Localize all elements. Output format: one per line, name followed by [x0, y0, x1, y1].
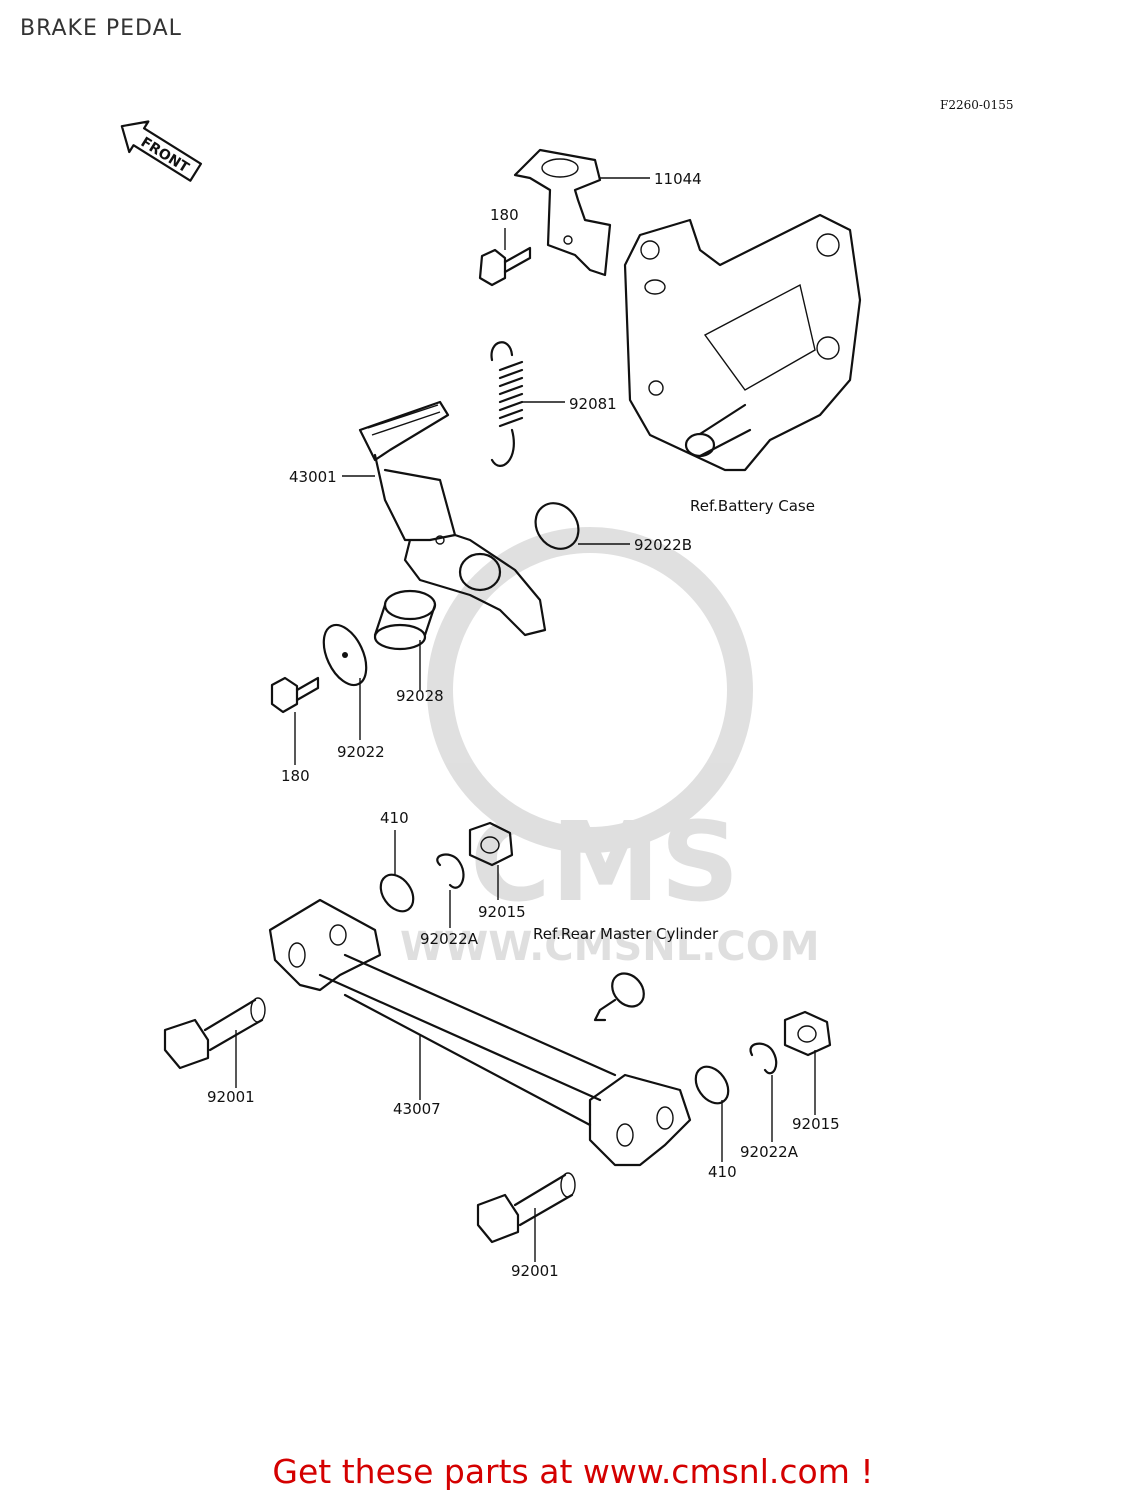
callout-92015-top: 92015 [478, 903, 526, 921]
nut-92015-bottom [783, 1010, 832, 1057]
front-arrow-icon: FRONT [120, 120, 203, 182]
cms-watermark: CMS WWW.CMSNL.COM [400, 527, 820, 970]
ref-rear-master-cylinder: Ref.Rear Master Cylinder [533, 925, 719, 943]
brake-pedal-43001 [358, 400, 547, 637]
washer-410-top [379, 873, 415, 913]
page-title: BRAKE PEDAL [20, 16, 182, 41]
washer-410-bottom [694, 1065, 730, 1105]
nut-92015-top [468, 821, 514, 867]
leader-lines [235, 177, 816, 1262]
callout-92015-bottom: 92015 [792, 1115, 840, 1133]
callout-92028: 92028 [396, 687, 444, 705]
clip-92022a-top [436, 853, 465, 889]
spring-92081 [490, 341, 524, 467]
clip-92022a-bottom [749, 1042, 778, 1075]
callout-180-bottom: 180 [281, 767, 310, 785]
callout-43001: 43001 [289, 468, 337, 486]
callout-92001-bottom: 92001 [511, 1262, 559, 1280]
callout-92022a-bottom: 92022A [740, 1143, 799, 1161]
bolt-92001-left [163, 997, 266, 1070]
callout-43007: 43007 [393, 1100, 441, 1118]
callout-410-top: 410 [380, 809, 409, 827]
rear-master-cylinder-clevis [593, 972, 645, 1022]
battery-case-bracket [623, 213, 862, 472]
watermark-url: WWW.CMSNL.COM [400, 924, 820, 970]
callout-labels: 11044 180 92081 43001 92022B Ref.Battery… [207, 170, 840, 1280]
callout-92022b: 92022B [634, 536, 692, 554]
ref-battery-case: Ref.Battery Case [690, 497, 815, 515]
washer-92022b [534, 502, 580, 550]
washer-92022 [322, 623, 368, 687]
diagram-code: F2260-0155 [940, 98, 1014, 112]
bracket-11044 [513, 148, 612, 277]
callout-410-bottom: 410 [708, 1163, 737, 1181]
bolt-180-bottom [270, 676, 320, 714]
collar-92028 [373, 589, 437, 651]
promo-link[interactable]: Get these parts at www.cmsnl.com ! [272, 1452, 874, 1491]
callout-92081: 92081 [569, 395, 617, 413]
watermark-text: CMS [470, 798, 739, 926]
linkage-bar-43007 [268, 898, 692, 1167]
bolt-92001-bottom [476, 1172, 576, 1244]
bolt-180-top [478, 246, 532, 287]
callout-11044: 11044 [654, 170, 702, 188]
callout-92022: 92022 [337, 743, 385, 761]
callout-180-top: 180 [490, 206, 519, 224]
callout-92022a-top: 92022A [420, 930, 479, 948]
callout-92001-left: 92001 [207, 1088, 255, 1106]
